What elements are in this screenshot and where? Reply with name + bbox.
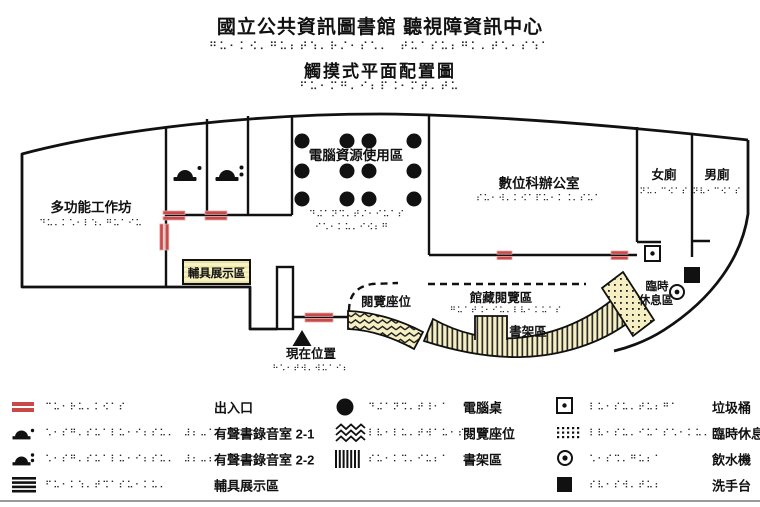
zigzag-icon (335, 423, 368, 443)
water-dispenser-icon (669, 284, 685, 300)
vertical-lines-icon (335, 450, 368, 468)
legend-braille: ⠡⠂⠎⠛⠄⠎⠥⠁⠇⠥⠂⠊⠆⠎⠥⠄⠀⠼⠆⠤⠁ (45, 427, 217, 439)
computer-area-braille-2: ⠊⠡⠂⠅⠥⠄⠊⠪⠆⠛ (315, 222, 389, 233)
bookshelf-stack (474, 315, 508, 340)
workshop-braille: ⠙⠥⠄⠅⠡⠂⠇⠱⠄⠛⠥⠁⠊⠥ (39, 218, 143, 229)
trash-can-icon (556, 397, 589, 417)
dot-grid-icon (556, 426, 589, 440)
reading-seats-area (347, 310, 425, 351)
page-title: 國立公共資訊圖書館 聽視障資訊中心 (216, 17, 544, 38)
door-office-right-icon (610, 250, 629, 260)
legend-braille: ⠋⠥⠂⠅⠱⠄⠞⠩⠁⠎⠥⠂⠅⠥⠄ (45, 479, 168, 491)
legend-label: 垃圾桶 (712, 400, 752, 416)
entrance-icon (12, 400, 45, 414)
microphone-2-1-icon (173, 166, 202, 181)
trash-can-icon (644, 245, 661, 262)
legend-label: 飲水機 (712, 452, 752, 468)
men-toilet-label: 男廁 (704, 167, 730, 182)
temporary-rest-area (600, 270, 656, 338)
digital-office-label: 數位科辦公室 (499, 175, 580, 191)
assistive-display-box (182, 259, 251, 285)
door-markers (159, 210, 629, 323)
digital-office-braille: ⠎⠥⠂⠺⠄⠅⠪⠁⠏⠥⠂⠅⠨⠄⠎⠥⠁ (476, 193, 602, 204)
legend-recording-2-2: ⠡⠂⠎⠛⠄⠎⠥⠁⠇⠥⠂⠊⠆⠎⠥⠄⠀⠼⠆⠤⠆ 有聲書錄音室 2-2 (12, 449, 322, 469)
legend-label: 洗手台 (712, 478, 752, 494)
women-toilet-label: 女廁 (651, 167, 677, 182)
men-toilet-braille: ⠝⠧⠂⠉⠪⠁⠎ (692, 187, 741, 197)
reading-seats-label: 閱覽座位 (361, 294, 412, 309)
door-recording1-icon (162, 210, 186, 221)
legend-bookshelf: ⠎⠥⠂⠅⠩⠄⠊⠥⠆⠁ 書架區 (335, 449, 545, 469)
legend-water-dispenser: ⠡⠂⠎⠩⠄⠛⠥⠆⠁ 飲水機 (556, 449, 760, 469)
page-title-braille: ⠛⠥⠂⠅⠪⠄⠛⠥⠆⠞⠱⠄⠗⠌⠂⠎⠡⠄⠀⠞⠥⠁⠎⠥⠆⠛⠅⠄⠞⠡⠂⠎⠱⠁ (209, 40, 551, 53)
legend-label: 有聲書錄音室 2-1 (214, 426, 315, 442)
legend-label: 出入口 (214, 400, 254, 416)
interior-walls (164, 115, 710, 319)
door-recording2-icon (204, 210, 228, 221)
microphone-1-icon (12, 424, 45, 442)
current-location-braille: ⠓⠡⠂⠞⠺⠄⠺⠥⠁⠊⠆ (272, 364, 349, 374)
computer-desk-icon (335, 397, 368, 417)
legend-sink: ⠎⠧⠂⠎⠺⠄⠞⠥⠆ 洗手台 (556, 475, 760, 495)
current-location-icon (292, 330, 312, 346)
horizontal-lines-icon (12, 477, 45, 493)
bottom-divider (0, 500, 760, 502)
door-workshop-icon (159, 223, 170, 251)
rest-area-label-1: 臨時 (646, 279, 669, 293)
legend-entrance: ⠉⠥⠂⠗⠥⠄⠅⠪⠁⠎ 出入口 (12, 397, 322, 417)
computer-area-label: 電腦資源使用區 (309, 147, 404, 163)
women-toilet-braille: ⠝⠥⠄⠉⠪⠁⠎ (639, 187, 688, 197)
sink-icon (556, 476, 589, 494)
legend-braille: ⠇⠥⠂⠎⠥⠄⠞⠥⠆⠛⠁ (589, 401, 679, 413)
legend-trash-can: ⠇⠥⠂⠎⠥⠄⠞⠥⠆⠛⠁ 垃圾桶 (556, 397, 760, 417)
current-location-label: 現在位置 (286, 346, 337, 361)
legend-braille: ⠇⠧⠂⠎⠥⠄⠊⠥⠁⠎⠡⠂⠅⠥⠄⠎⠆ (589, 427, 728, 439)
bookshelf-label: 書架區 (509, 324, 547, 339)
legend-braille: ⠡⠂⠎⠩⠄⠛⠥⠆⠁ (589, 453, 663, 465)
legend-label: 閱覽座位 (463, 426, 516, 442)
workshop-label: 多功能工作坊 (51, 199, 132, 215)
legend-braille: ⠇⠧⠂⠇⠥⠄⠞⠺⠁⠥⠂⠎ (368, 427, 466, 439)
microphone-2-icon (12, 450, 45, 468)
legend-braille: ⠎⠥⠂⠅⠩⠄⠊⠥⠆⠁ (368, 453, 450, 465)
page-subtitle: 觸摸式平面配置圖 (304, 62, 456, 81)
legend-recording-2-1: ⠡⠂⠎⠛⠄⠎⠥⠁⠇⠥⠂⠊⠆⠎⠥⠄⠀⠼⠆⠤⠁ 有聲書錄音室 2-1 (12, 423, 322, 443)
computer-area-braille-1: ⠙⠬⠁⠝⠩⠄⠞⠌⠂⠊⠥⠁⠎ (309, 209, 405, 220)
legend-label: 電腦桌 (463, 400, 503, 416)
legend-braille: ⠎⠧⠂⠎⠺⠄⠞⠥⠆ (589, 479, 663, 491)
dashed-area-boundary (347, 281, 586, 312)
legend-label: 書架區 (463, 452, 503, 468)
computer-desks (294, 133, 422, 207)
legend-computer-desk: ⠙⠬⠁⠝⠩⠄⠞⠸⠂⠁ 電腦桌 (335, 397, 545, 417)
page-subtitle-braille: ⠋⠥⠂⠍⠛⠄⠊⠆⠏⠨⠂⠍⠞⠄⠞⠥ (299, 80, 461, 93)
legend-braille: ⠙⠬⠁⠝⠩⠄⠞⠸⠂⠁ (368, 401, 450, 413)
legend-braille: ⠉⠥⠂⠗⠥⠄⠅⠪⠁⠎ (45, 401, 127, 413)
door-corridor-icon (304, 312, 334, 323)
door-office-left-icon (496, 250, 513, 260)
legend-braille: ⠡⠂⠎⠛⠄⠎⠥⠁⠇⠥⠂⠊⠆⠎⠥⠄⠀⠼⠆⠤⠆ (45, 453, 217, 465)
microphone-2-2-icon (215, 165, 244, 181)
collection-area-label: 館藏閱覽區 (469, 290, 533, 305)
wall-pillar (275, 265, 295, 331)
legend-reading-seats: ⠇⠧⠂⠇⠥⠄⠞⠺⠁⠥⠂⠎ 閱覽座位 (335, 423, 545, 443)
water-dispenser-icon (556, 449, 589, 469)
collection-area-braille: ⠛⠥⠁⠞⠨⠂⠊⠥⠄⠇⠧⠂⠅⠥⠁⠎ (450, 306, 562, 316)
assistive-display-label: 輔具展示區 (188, 266, 246, 280)
legend-label: 輔具展示區 (214, 478, 280, 494)
outer-walls (20, 112, 750, 353)
legend-label: 有聲書錄音室 2-2 (214, 452, 315, 468)
rest-area-label-2: 休息區 (638, 293, 674, 307)
legend-assistive-display: ⠋⠥⠂⠅⠱⠄⠞⠩⠁⠎⠥⠂⠅⠥⠄ 輔具展示區 (12, 475, 322, 495)
sink-icon (684, 267, 700, 283)
